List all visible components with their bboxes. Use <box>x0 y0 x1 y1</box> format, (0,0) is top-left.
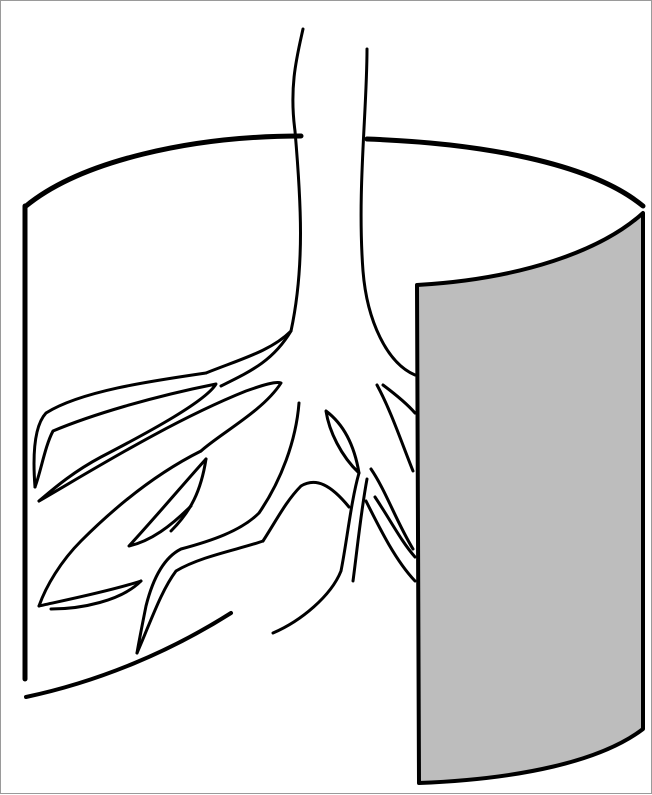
tree-roots <box>34 331 415 653</box>
tree-trunk <box>206 29 415 375</box>
curved-barrier-panel <box>417 213 643 783</box>
